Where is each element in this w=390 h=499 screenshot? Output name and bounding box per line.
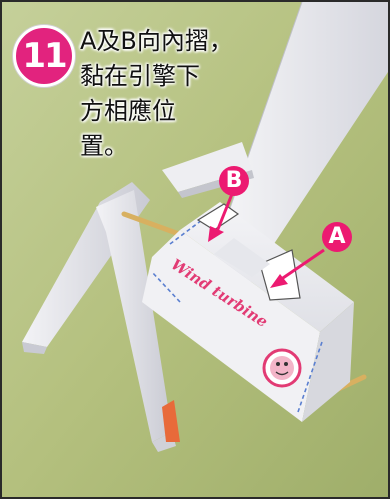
step-number-badge: 11 [13,25,75,87]
blade-lower [96,190,180,452]
step-instruction: A及B向內摺， 黏在引擎下 方相應位 置。 [80,27,233,160]
label-a-badge: A [322,222,352,252]
logo-emblem [262,348,302,388]
label-b-badge: B [219,166,249,196]
glue-area-b [196,203,240,231]
arrow-a [270,248,325,288]
arrow-b [208,193,234,242]
